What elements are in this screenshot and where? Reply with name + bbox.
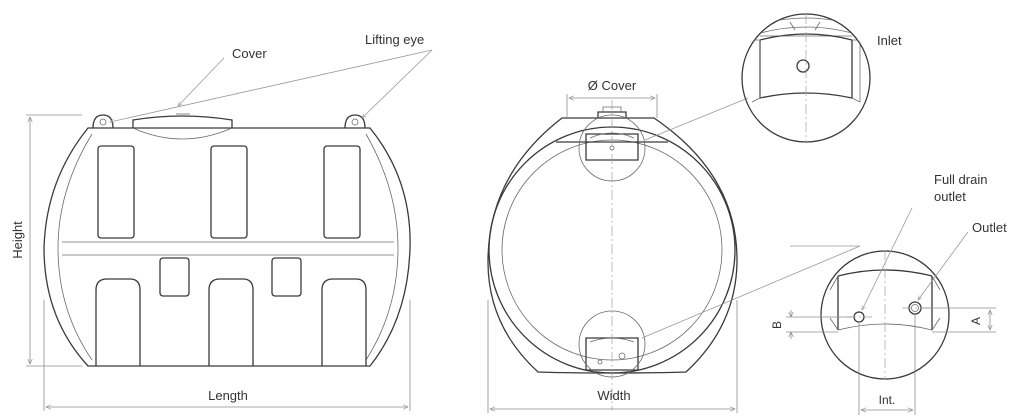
detail-outlets: B A Int. Full drain outlet Outlet <box>770 172 1007 415</box>
tank-front-body <box>487 117 738 374</box>
full-drain-outlet-label-line1: Full drain <box>934 172 987 187</box>
height-label: Height <box>10 221 25 259</box>
width-label: Width <box>597 388 630 403</box>
inlet-port <box>796 59 810 73</box>
dim-a-label: A <box>969 317 983 325</box>
length-label: Length <box>208 388 248 403</box>
cover-label: Cover <box>232 46 267 61</box>
dim-int-label: Int. <box>879 393 896 407</box>
detail-inlet: Inlet <box>741 13 902 143</box>
front-view: Ø Cover Width <box>487 78 861 413</box>
cover-diameter-label: Ø Cover <box>588 78 637 93</box>
dim-b-label: B <box>770 321 784 329</box>
full-drain-outlet-label-line2: outlet <box>934 189 966 204</box>
lifting-eye-left <box>92 114 114 129</box>
inlet-label: Inlet <box>877 33 902 48</box>
outlet-label: Outlet <box>972 220 1007 235</box>
cover-side <box>132 115 233 128</box>
lifting-eye-right <box>344 114 366 129</box>
side-view: Height Length Cover Lifting eye <box>10 32 433 411</box>
tank-side-body <box>43 127 411 367</box>
lifting-eye-label: Lifting eye <box>365 32 424 47</box>
cover-front <box>597 111 627 118</box>
